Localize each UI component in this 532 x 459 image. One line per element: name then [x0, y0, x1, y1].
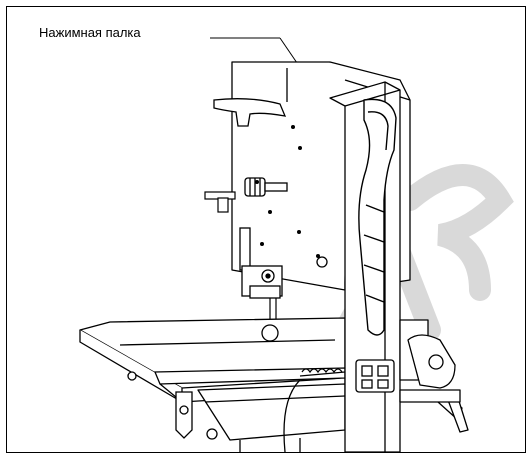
push-stick-callout-label: Нажимная палка [39, 25, 141, 40]
extension-table [197, 383, 346, 441]
motor-assembly [399, 319, 469, 433]
figure-frame [6, 6, 526, 453]
push-stick [358, 98, 397, 336]
housing-handle [213, 98, 287, 127]
blade-guide-assembly [239, 227, 328, 299]
housing-screws [255, 125, 320, 258]
power-cable [283, 368, 346, 453]
tension-knob [244, 177, 288, 197]
guide-rod [204, 191, 236, 213]
switch-box [355, 359, 395, 393]
table-base [127, 371, 301, 452]
